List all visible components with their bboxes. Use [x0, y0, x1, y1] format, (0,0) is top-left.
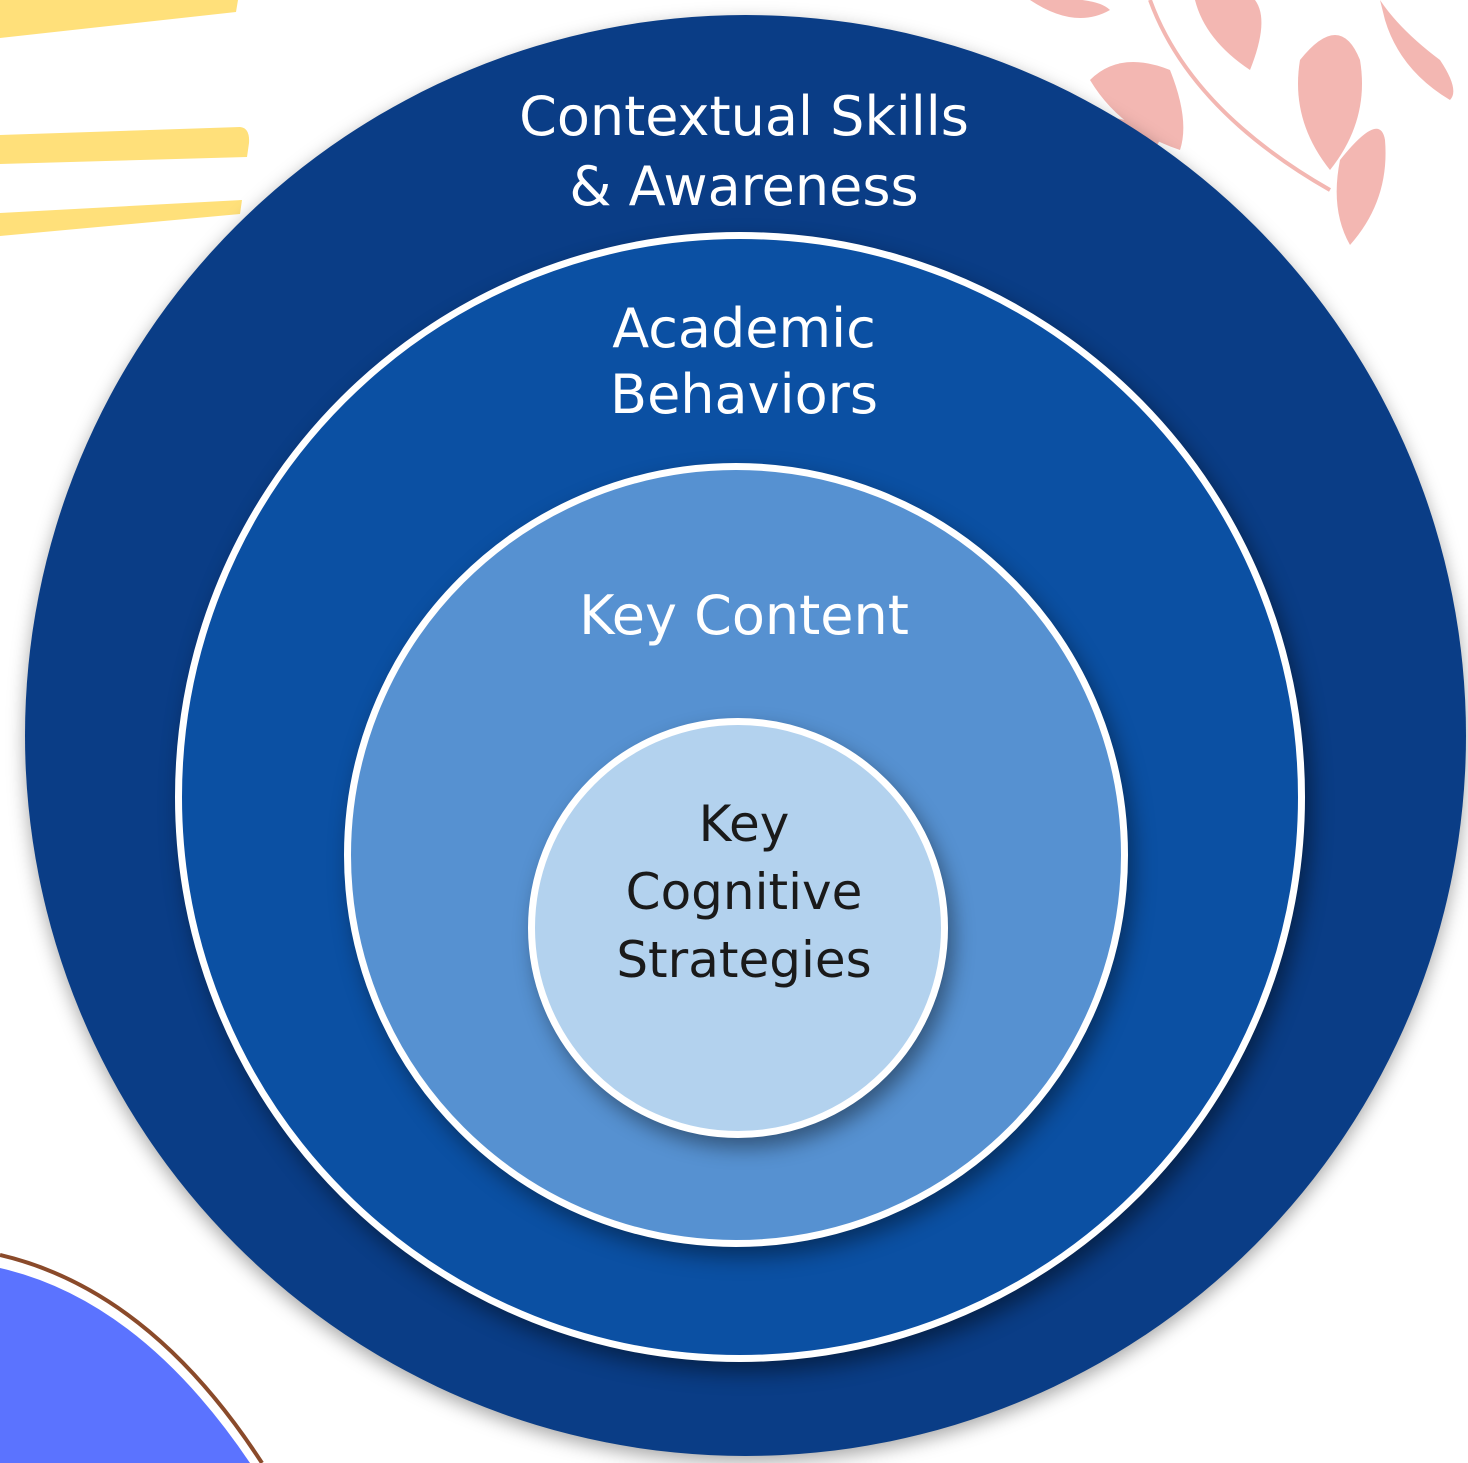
- label-contextual-skills: Contextual Skills & Awareness: [519, 85, 969, 218]
- leaf-stem: [1148, 0, 1331, 192]
- blob-fill: [0, 1268, 250, 1463]
- yellow-stripe-1: [0, 0, 238, 38]
- blue-blob: [0, 1253, 264, 1463]
- yellow-stripe-3: [0, 200, 242, 236]
- label-key-content: Key Content: [579, 584, 909, 647]
- leaf-shape: [1336, 128, 1386, 245]
- leaf-shape: [1380, 0, 1454, 100]
- label-key-cognitive-strategies: Key Cognitive Strategies: [616, 795, 872, 989]
- yellow-stripe-2: [0, 127, 250, 164]
- leaf-shape: [1298, 35, 1362, 170]
- yellow-stripes: [0, 0, 250, 236]
- leaf-shape: [1030, 0, 1110, 18]
- label-academic-behaviors: Academic Behaviors: [610, 297, 878, 426]
- blob-outline: [0, 1253, 264, 1463]
- ring-key-cognitive-strategies: [528, 718, 948, 1138]
- leaf-shape: [1195, 0, 1262, 70]
- leaf-shape: [1090, 62, 1184, 150]
